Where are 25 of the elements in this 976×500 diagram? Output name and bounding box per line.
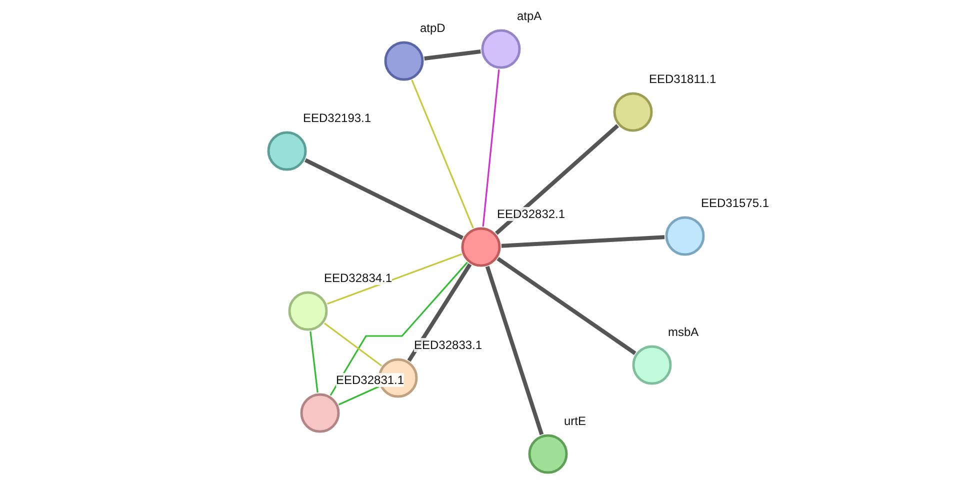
interaction-line — [330, 262, 468, 396]
protein-label: urtE — [564, 414, 586, 428]
interaction-line — [407, 263, 472, 362]
interaction-line — [482, 69, 500, 227]
protein-label: EED31575.1 — [701, 196, 770, 210]
interaction-line — [411, 80, 474, 228]
protein-label: EED32193.1 — [303, 111, 372, 125]
protein-label: EED32832.1 — [497, 207, 566, 221]
interaction-line — [496, 257, 636, 355]
interaction-line — [495, 124, 619, 235]
interaction-line — [304, 158, 464, 240]
interaction-line — [485, 266, 544, 436]
protein-label: EED32833.1 — [414, 338, 482, 352]
interaction-line — [310, 331, 318, 393]
interaction-line — [501, 235, 665, 248]
protein-label: atpA — [517, 9, 542, 23]
protein-label: EED32831.1 — [336, 373, 404, 387]
protein-label: atpD — [420, 21, 446, 35]
protein-label: EED32834.1 — [324, 271, 392, 285]
protein-label: msbA — [668, 325, 699, 339]
interaction-line — [324, 322, 382, 366]
protein-label: EED31811.1 — [649, 72, 716, 86]
interaction-line — [424, 50, 481, 60]
interaction-line — [326, 253, 462, 305]
interaction-line — [338, 386, 380, 406]
